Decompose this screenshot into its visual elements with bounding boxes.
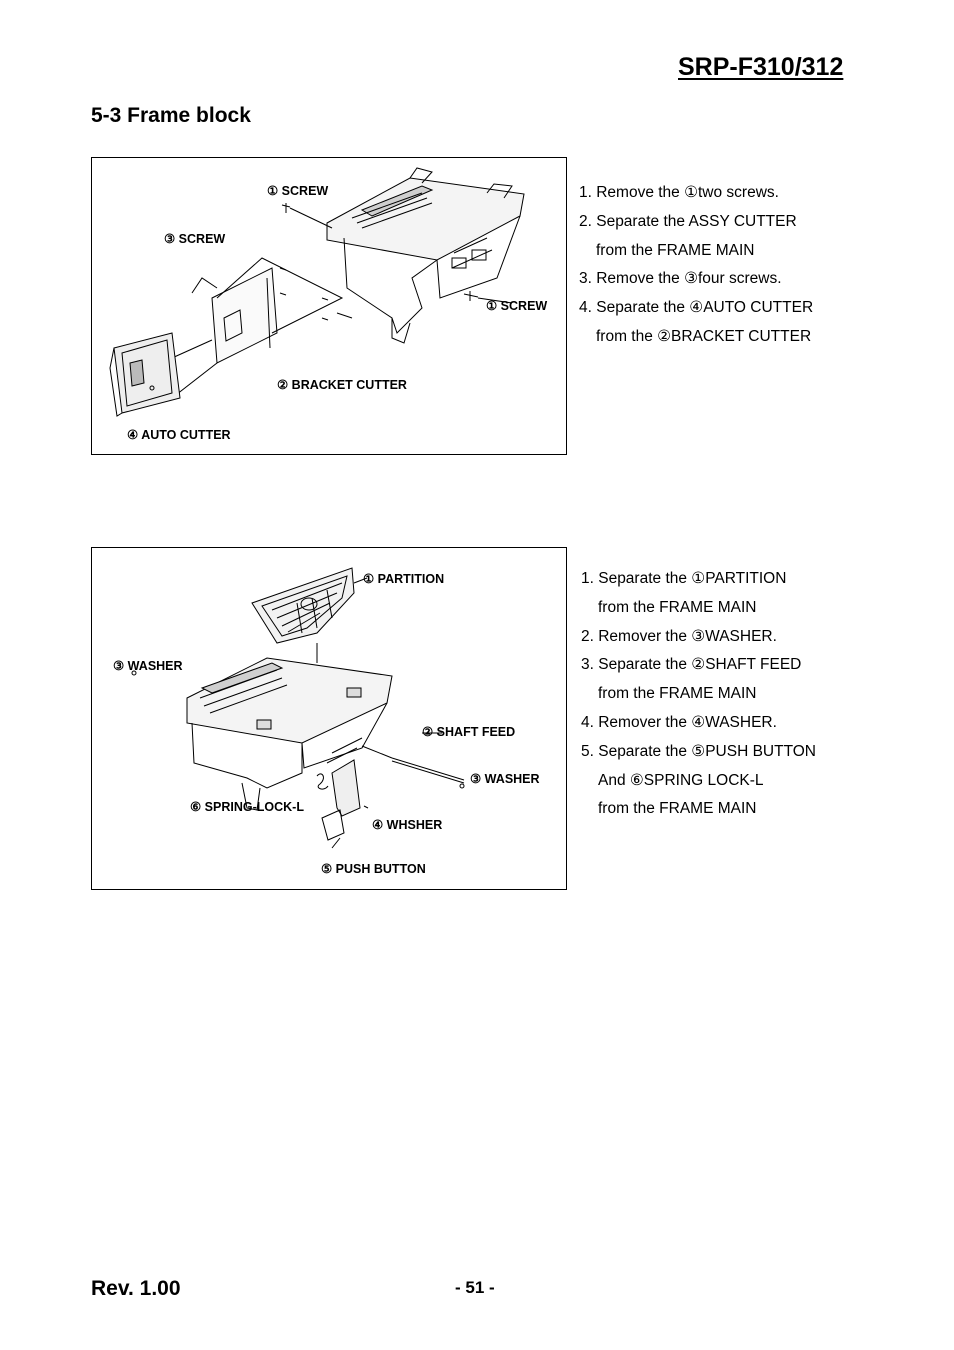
- revision-label: Rev. 1.00: [91, 1277, 181, 1300]
- step-item: And ⑥SPRING LOCK-L: [598, 771, 764, 789]
- assy-cutter-diagram: ① SCREW ③ SCREW ① SCREW ② BRACKET CUTTER…: [109, 167, 547, 442]
- step-item: 1. Remove the ①two screws.: [579, 184, 779, 201]
- label-screw-left: ③ SCREW: [164, 232, 225, 246]
- label-bracket-cutter: ② BRACKET CUTTER: [277, 378, 407, 392]
- step-item: from the FRAME MAIN: [598, 685, 757, 703]
- step-item: from the FRAME MAIN: [598, 800, 757, 818]
- section-title: 5-3 Frame block: [91, 104, 251, 127]
- label-shaft-feed: ② SHAFT FEED: [422, 725, 515, 739]
- step-item: 5. Separate the ⑤PUSH BUTTON: [581, 742, 817, 760]
- assy-cutter-steps: 1. Remove the ①two screws. 2. Separate t…: [579, 179, 813, 352]
- document-title: SRP-F310/312: [678, 53, 844, 81]
- step-item: 3. Remove the ③four screws.: [579, 270, 782, 288]
- label-screw-top: ① SCREW: [267, 184, 328, 198]
- figure-assy-cutter: ① SCREW ③ SCREW ① SCREW ② BRACKET CUTTER…: [91, 157, 567, 455]
- step-item: from the FRAME MAIN: [598, 598, 757, 616]
- label-push-button: ⑤ PUSH BUTTON: [321, 862, 426, 876]
- step-item: 2. Separate the ASSY CUTTER: [579, 212, 797, 230]
- step-item: from the FRAME MAIN: [596, 241, 755, 259]
- step-item: 4. Separate the ④AUTO CUTTER: [579, 299, 814, 317]
- label-spring-lock: ⑥ SPRING-LOCK-L: [190, 800, 304, 814]
- label-washer-right: ③ WASHER: [470, 772, 540, 786]
- step-item: 2. Remover the ③WASHER.: [581, 627, 777, 645]
- frame-main-steps: 1. Separate the ①PARTITION from the FRAM…: [581, 565, 816, 824]
- step-item: 3. Separate the ②SHAFT FEED: [581, 656, 802, 674]
- label-auto-cutter: ④ AUTO CUTTER: [127, 428, 231, 442]
- frame-main-diagram: ① PARTITION ③ WASHER ② SHAFT FEED ③ WASH…: [113, 567, 540, 876]
- step-item: 1. Separate the ①PARTITION: [581, 570, 787, 587]
- step-item: from the ②BRACKET CUTTER: [596, 327, 812, 345]
- label-partition: ① PARTITION: [363, 572, 444, 586]
- figure-frame-main: ① PARTITION ③ WASHER ② SHAFT FEED ③ WASH…: [91, 547, 567, 890]
- page-number: - 51 -: [455, 1278, 495, 1297]
- label-screw-right: ① SCREW: [486, 299, 547, 313]
- label-washer-left: ③ WASHER: [113, 659, 183, 673]
- step-item: 4. Remover the ④WASHER.: [581, 713, 777, 731]
- label-whsher: ④ WHSHER: [372, 818, 442, 832]
